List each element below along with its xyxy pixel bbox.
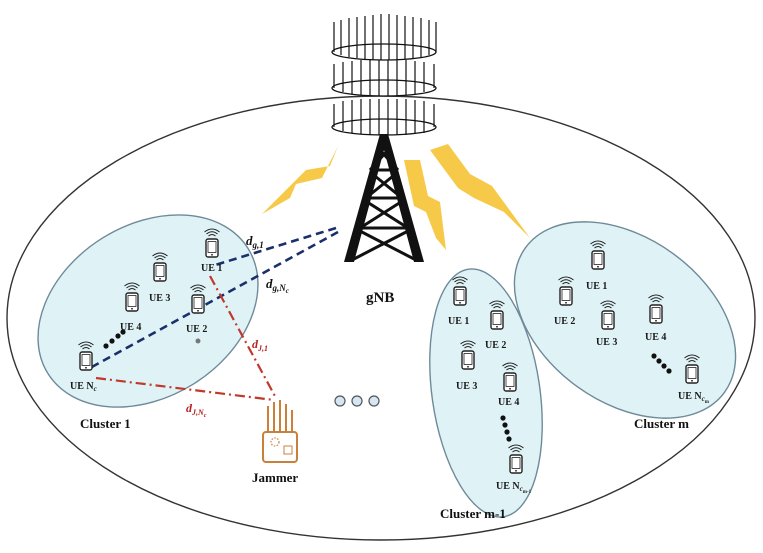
bolt-to-cluster-m — [430, 144, 530, 238]
cluster-m1-ues: UE 1 UE 2 UE 3 UE 4 UE Ncm-1 — [448, 276, 532, 495]
ue-label: UE 4 — [645, 332, 666, 343]
more-clusters-dots — [334, 395, 380, 407]
ue-label: UE 2 — [186, 324, 207, 335]
ue-label: UE 2 — [554, 316, 575, 327]
ellipsis-dots — [500, 415, 512, 442]
label-dj1: dJ,1 — [252, 337, 268, 353]
ue-label: UE 1 — [201, 263, 222, 274]
bolt-to-cluster-1 — [246, 146, 338, 230]
gnb-tower-icon — [331, 14, 437, 262]
ue-label: UE 4 — [498, 397, 519, 408]
signal-bolts — [246, 144, 530, 250]
cluster-1-region — [37, 214, 259, 408]
jammer-links — [95, 275, 277, 402]
ellipsis-dots — [103, 329, 126, 349]
jammer-icon — [262, 400, 298, 463]
ue-label: UE 3 — [149, 293, 170, 304]
ue-label: UE Ncm — [678, 391, 710, 405]
ue-label: UE 2 — [485, 340, 506, 351]
bolt-to-cluster-m1 — [404, 160, 446, 250]
link-jammer-ue1 — [209, 275, 277, 399]
ue-label: UE 1 — [586, 281, 607, 292]
ue-label: UE 1 — [448, 316, 469, 327]
label-dgnc: dg,Nc — [266, 276, 289, 295]
gnb-links — [89, 226, 339, 370]
link-gnb-ue1 — [211, 226, 337, 268]
ue-label: UE Nc — [70, 381, 97, 393]
ue-label: UE 3 — [456, 381, 477, 392]
ue-label: UE 3 — [596, 337, 617, 348]
gnb-label: gNB — [366, 290, 394, 306]
ellipsis-dots — [651, 353, 672, 374]
cluster-1-label: Cluster 1 — [80, 416, 131, 431]
cluster-m-label: Cluster m — [634, 416, 689, 431]
label-dg1: dg,1 — [246, 233, 264, 250]
cluster-m1-label: Cluster m-1 — [440, 506, 506, 521]
label-djnc: dJ,Nc — [186, 401, 207, 419]
jammer-label: Jammer — [252, 470, 298, 485]
ue-label: UE Ncm-1 — [496, 481, 532, 495]
ue-label: UE 4 — [120, 322, 141, 333]
link-gnb-uenc — [89, 230, 339, 370]
cluster-m-region — [513, 221, 737, 419]
cluster-1-ues: UE 1 UE 3 UE 2 UE 4 UE Nc — [70, 228, 222, 393]
link-jammer-uenc — [95, 376, 275, 402]
cluster-m-ues: UE 1 UE 2 UE 3 UE 4 UE Ncm — [554, 240, 710, 405]
